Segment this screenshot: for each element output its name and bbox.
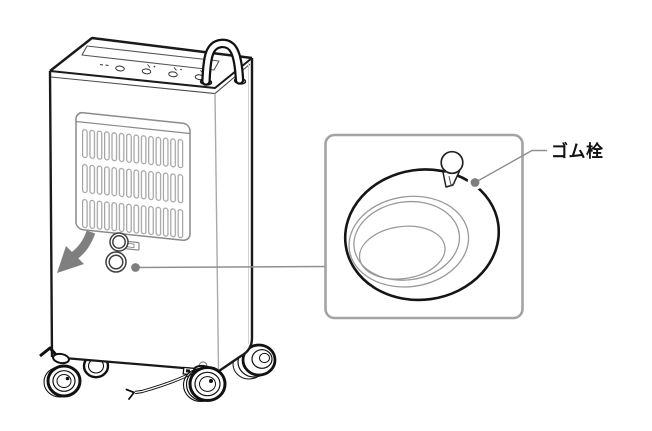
carry-handle <box>199 38 247 86</box>
body-right-back-edge <box>218 58 254 372</box>
panel-recess <box>81 45 220 71</box>
callout-box <box>324 133 547 320</box>
plug-prongs <box>125 388 135 400</box>
grille-slots <box>81 128 185 244</box>
leader-line <box>131 263 327 272</box>
drain-holes <box>105 232 129 273</box>
rubber-plug-drawing <box>440 150 464 188</box>
rubber-plug-label: ゴム栓 <box>551 141 604 161</box>
drain-arrow-icon <box>57 230 96 273</box>
air-grille <box>75 111 191 251</box>
callout-leader-dot <box>470 178 480 187</box>
body-left-edge <box>48 70 54 358</box>
control-panel <box>81 45 220 81</box>
body-top-back-edges <box>49 36 253 72</box>
body-front-right-soft-edge <box>214 93 220 370</box>
leader-dot <box>131 263 140 272</box>
caster-front-left <box>39 346 82 398</box>
caster-front-right <box>182 364 227 403</box>
panel-marks <box>99 64 109 66</box>
callout-leader-line <box>467 149 547 190</box>
drain-hole-closeup <box>343 168 501 302</box>
